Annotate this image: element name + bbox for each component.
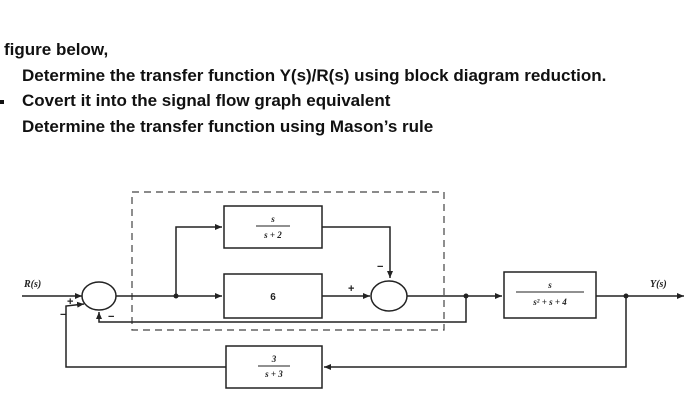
- inner-feedback-line: [96, 296, 467, 323]
- summing-junction-2: [370, 280, 408, 312]
- block-feedback: [225, 345, 323, 389]
- dashed-enclosure: [131, 191, 445, 331]
- top-to-sum2-line: [322, 226, 393, 278]
- problem-item-3: Determine the transfer function using Ma…: [22, 117, 434, 136]
- input-label: R(s): [23, 279, 41, 290]
- summing-junction-1: [81, 281, 117, 311]
- problem-item-1: Determine the transfer function Y(s)/R(s…: [22, 66, 607, 85]
- outer-feedback-line: [324, 296, 627, 370]
- block-top-den: s + 2: [263, 230, 282, 240]
- problem-item-2: Covert it into the signal flow graph equ…: [22, 91, 391, 110]
- sum1-inner-feedback-sign: −: [108, 311, 114, 323]
- output-label: Y(s): [650, 279, 667, 290]
- feedback-to-sum1-line: [65, 301, 226, 368]
- sum1-outer-feedback-sign: −: [60, 309, 66, 321]
- top-branch-line: [175, 224, 222, 296]
- block-plant: [503, 271, 597, 319]
- sum1-input-sign: +: [67, 296, 73, 308]
- block-top: [223, 205, 323, 249]
- sum2-left-sign: +: [348, 283, 354, 295]
- block-feedback-num: 3: [271, 354, 277, 364]
- block-middle: [223, 273, 323, 319]
- sum2-top-sign: −: [377, 261, 383, 273]
- bullet-mark: [0, 100, 4, 104]
- block-plant-den: s² + s + 4: [532, 297, 567, 307]
- problem-intro: figure below,: [4, 40, 109, 59]
- block-feedback-den: s + 3: [264, 369, 283, 379]
- block-middle-value: 6: [270, 292, 276, 303]
- block-plant-num: s: [547, 280, 552, 290]
- block-top-num: s: [270, 214, 275, 224]
